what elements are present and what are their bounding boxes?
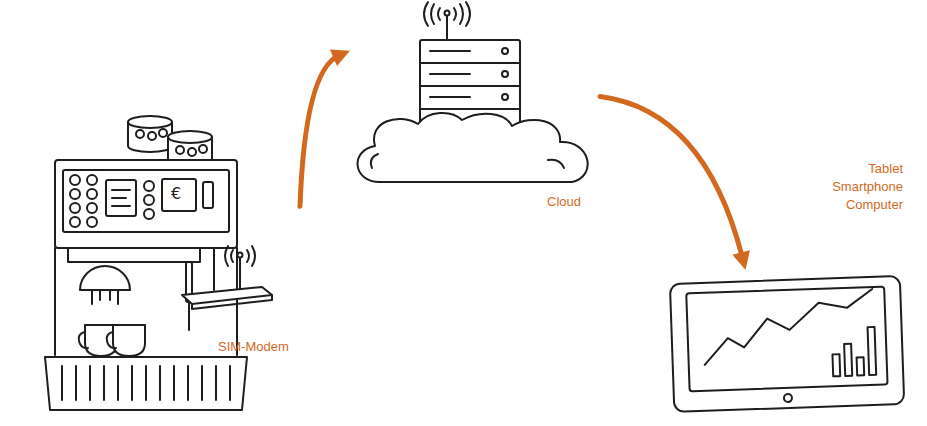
cloud-server-part <box>502 94 508 100</box>
coffee-machine-part <box>144 181 154 191</box>
coffee-machine-part <box>55 160 237 248</box>
flow-arrow <box>300 50 350 207</box>
arrow-head <box>330 50 350 67</box>
node-label: Cloud <box>547 193 581 211</box>
coffee-machine-part <box>213 248 215 290</box>
coffee-machine-part <box>168 131 212 143</box>
coffee-machine-part <box>87 203 97 213</box>
coffee-machine-part <box>63 170 229 232</box>
arrow-head <box>732 250 749 270</box>
coffee-machine-part <box>136 130 144 138</box>
node-label: SIM-Modem <box>218 338 289 356</box>
coffee-machine-part <box>87 175 97 185</box>
cloud-server-part <box>446 16 448 40</box>
coffee-machine-part <box>199 145 207 153</box>
coffee-machine-part <box>144 195 154 205</box>
cloud-server <box>358 2 588 182</box>
coffee-machine-part <box>62 366 230 400</box>
coffee-machine-part <box>107 332 116 348</box>
cloud-server-part <box>424 2 470 26</box>
coffee-machine-part <box>70 175 80 185</box>
tablet-device-part <box>832 354 840 376</box>
coffee-machine <box>45 116 247 410</box>
coffee-machine-part <box>188 148 196 156</box>
coffee-machine-part <box>68 248 200 262</box>
coffee-machine-part <box>113 325 145 356</box>
tablet-device <box>670 276 904 412</box>
coffee-machine-part <box>106 180 136 216</box>
tablet-device-part <box>702 289 874 365</box>
coffee-machine-node: SIM-Modem <box>40 108 300 415</box>
tablet-device-part <box>670 276 904 412</box>
node-label: Tablet Smartphone Computer <box>807 160 903 214</box>
device-node: Tablet Smartphone Computer <box>668 270 903 415</box>
sim-modem-device <box>182 246 272 309</box>
arrow-line <box>300 55 339 206</box>
coffee-machine-part <box>148 132 156 140</box>
arrow-line <box>600 97 743 259</box>
tablet-device-part <box>686 287 887 392</box>
sim-modem-device-part <box>192 295 272 309</box>
cloud-node: Cloud <box>350 5 600 188</box>
cloud-server-part <box>371 154 564 168</box>
coffee-machine-part <box>80 266 130 290</box>
coffee-machine-part <box>92 290 118 304</box>
coffee-machine-part <box>112 190 130 206</box>
tablet-device-part <box>784 394 792 402</box>
cloud-server-part <box>430 51 470 97</box>
coffee-machine-part <box>159 129 167 137</box>
cloud-server-part <box>502 71 508 77</box>
coffee-machine-part <box>176 146 184 154</box>
coffee-machine-part <box>70 189 80 199</box>
coffee-machine-part <box>45 357 247 410</box>
flow-arrow <box>600 97 750 271</box>
currency-symbol: € <box>171 184 181 204</box>
cloud-server-part <box>502 48 508 54</box>
coffee-machine-part <box>70 203 80 213</box>
coffee-machine-part <box>79 332 88 348</box>
coffee-machine-part <box>203 182 213 208</box>
tablet-device-part <box>868 327 877 375</box>
sim-modem-device-part <box>238 253 243 258</box>
coffee-machine-part <box>87 189 97 199</box>
coffee-machine-part <box>70 217 80 227</box>
coffee-machine-part <box>144 209 154 219</box>
coffee-machine-part <box>162 179 196 211</box>
cloud-server-part <box>445 11 450 16</box>
tablet-device-part <box>844 344 852 376</box>
coffee-machine-part <box>87 217 97 227</box>
cloud-server-part <box>420 63 520 109</box>
sim-modem-device-part <box>225 246 255 266</box>
cloud-server-part <box>358 113 588 182</box>
tablet-device-part <box>857 357 865 375</box>
coffee-machine-part <box>128 116 172 128</box>
coffee-machine-part <box>188 302 190 330</box>
sim-modem-device-part <box>239 258 241 289</box>
